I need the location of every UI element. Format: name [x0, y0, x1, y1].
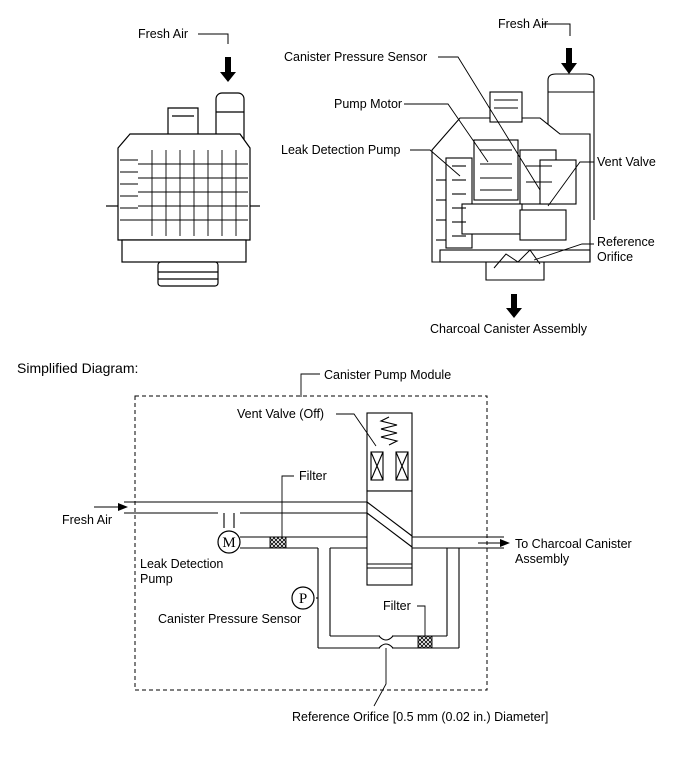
cutaway-charcoal-canister-label: Charcoal Canister Assembly	[430, 322, 588, 336]
exterior-fresh-air-callout: Fresh Air	[138, 27, 236, 82]
leak-pump-label-line1: Leak Detection	[140, 557, 223, 571]
exterior-module-illustration	[106, 92, 260, 287]
cutaway-callouts	[404, 56, 594, 261]
cutaway-fresh-air-callout: Fresh Air	[498, 17, 577, 74]
module-boundary	[134, 395, 488, 691]
filter-bottom-label: Filter	[383, 599, 411, 613]
motor-symbol	[217, 530, 241, 554]
pressure-sensor-label: Canister Pressure Sensor	[158, 612, 301, 626]
vent-valve-off-label: Vent Valve (Off)	[237, 407, 324, 421]
cutaway-reference-label-line1: Reference	[597, 235, 655, 249]
vent-valve-symbol	[366, 412, 413, 586]
simplified-fresh-air-label: Fresh Air	[62, 513, 112, 527]
piping	[124, 501, 504, 649]
cutaway-leak-pump-label: Leak Detection Pump	[281, 143, 401, 157]
exterior-fresh-air-label: Fresh Air	[138, 27, 188, 41]
filter-top-label: Filter	[299, 469, 327, 483]
filter-top-symbol	[269, 536, 287, 549]
cutaway-fresh-air-label: Fresh Air	[498, 17, 548, 31]
to-canister-label-line1: To Charcoal Canister	[515, 537, 632, 551]
fresh-air-arrow-icon	[118, 503, 128, 511]
to-canister-label-line2: Assembly	[515, 552, 570, 566]
exterior-air-in-arrow-icon	[220, 57, 236, 82]
simplified-heading: Simplified Diagram:	[17, 360, 138, 376]
reference-orifice-symbol	[378, 632, 394, 652]
module-label: Canister Pump Module	[324, 368, 451, 382]
motor-symbol-letter: M	[222, 535, 235, 551]
reference-orifice-label: Reference Orifice [0.5 mm (0.02 in.) Dia…	[292, 710, 548, 724]
cutaway-pump-motor-label: Pump Motor	[334, 97, 402, 111]
cutaway-pressure-sensor-label: Canister Pressure Sensor	[284, 50, 427, 64]
pressure-sensor-letter: P	[299, 591, 307, 607]
filter-bottom-symbol	[417, 635, 433, 649]
cutaway-orifice-label-line2: Orifice	[597, 250, 633, 264]
cutaway-vent-valve-label: Vent Valve	[597, 155, 656, 169]
pressure-sensor-symbol	[291, 586, 315, 610]
cutaway-outlet-arrow-icon	[506, 294, 522, 318]
cutaway-air-in-arrow-icon	[561, 48, 577, 74]
outlet-arrow-icon	[500, 539, 510, 547]
cutaway-module-illustration	[431, 73, 595, 281]
leak-pump-label-line2: Pump	[140, 572, 173, 586]
